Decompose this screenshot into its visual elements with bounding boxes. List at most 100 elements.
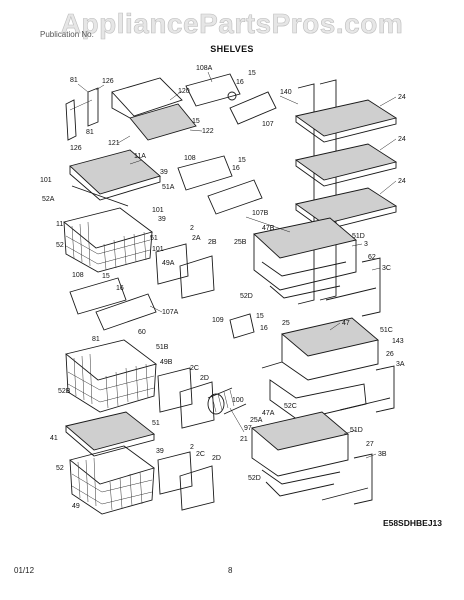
drawer-frame-3B	[321, 453, 373, 505]
crisper-drawer-upper	[253, 217, 357, 299]
footer-date: 01/12	[14, 566, 35, 575]
callout-label: 51	[152, 420, 160, 427]
callout-label: 24	[398, 94, 406, 101]
drawer-frame-3A	[339, 365, 395, 413]
callout-label: 81	[92, 336, 100, 343]
wire-basket-lower	[69, 445, 155, 515]
shelf-rail-140	[297, 79, 337, 305]
callout-label: 2D	[200, 375, 209, 382]
drawer-frame-3C	[325, 257, 381, 317]
callout-label: 140	[280, 89, 292, 96]
crisper-drawer-middle	[261, 317, 379, 421]
footer-page-number: 8	[228, 566, 233, 575]
callout-label: 2D	[212, 455, 221, 462]
callout-label: 24	[398, 136, 406, 143]
callout-label: 121	[108, 140, 120, 147]
shelf-11A	[69, 149, 161, 207]
callout-label: 51B	[156, 344, 169, 351]
callout-label: 143	[392, 338, 404, 345]
callout-label: 51	[150, 235, 158, 242]
wire-basket-upper	[63, 207, 153, 273]
callout-label: 109	[212, 317, 224, 324]
callout-label: 101	[40, 177, 52, 184]
callout-label: 52C	[284, 403, 297, 410]
callout-label: 3A	[396, 361, 405, 368]
callout-label: 2A	[192, 235, 201, 242]
callout-label: 15	[102, 273, 110, 280]
callout-label: 108	[184, 155, 196, 162]
callout-label: 3B	[378, 451, 387, 458]
callout-label: 39	[160, 169, 168, 176]
glass-shelf-24	[294, 99, 398, 231]
callout-label: 52	[56, 465, 64, 472]
callout-label: 39	[156, 448, 164, 455]
callout-label: 21	[240, 436, 248, 443]
callout-label: 2	[190, 225, 194, 232]
diagram-title: SHELVES	[210, 44, 254, 54]
callout-label: 16	[116, 285, 124, 292]
callout-label: 52B	[58, 388, 71, 395]
callout-label: 11	[56, 221, 63, 228]
shelf-41	[65, 411, 155, 457]
callout-label: 3C	[382, 265, 391, 272]
callout-label: 25A	[250, 417, 263, 424]
callout-label: 107B	[252, 210, 269, 217]
bin-2C-2D-lower	[157, 451, 215, 511]
callout-label: 51D	[350, 427, 363, 434]
callout-label: 26	[386, 351, 394, 358]
cover-108A	[185, 73, 277, 125]
callout-label: 51C	[380, 327, 393, 334]
callout-label: 52A	[42, 196, 55, 203]
wire-basket-middle	[65, 339, 158, 413]
callout-label: 126	[70, 145, 82, 152]
callout-label: 100	[232, 397, 244, 404]
callout-label: 107A	[162, 309, 179, 316]
callout-label: 39	[158, 216, 166, 223]
callout-label: 52D	[248, 475, 261, 482]
callout-label: 24	[398, 178, 406, 185]
callout-label: 3	[364, 241, 368, 248]
callout-label: 81	[86, 129, 94, 136]
callout-label: 15	[256, 313, 264, 320]
callout-label: 49B	[160, 359, 173, 366]
callout-label: 41	[50, 435, 58, 442]
callout-label: 120	[178, 88, 190, 95]
callout-label: 51D	[352, 233, 365, 240]
callout-label: 2	[190, 444, 194, 451]
callout-label: 108	[72, 272, 84, 279]
bracket-assembly-81	[65, 87, 99, 141]
callout-label: 2C	[196, 451, 205, 458]
site-watermark: AppliancePartsPros.com	[60, 8, 404, 40]
roller-100	[207, 313, 255, 415]
callout-label: 81	[70, 77, 78, 84]
callout-label: 122	[202, 128, 214, 135]
callout-label: 16	[232, 165, 240, 172]
callout-label: 101	[152, 207, 164, 214]
callout-label: 15	[192, 118, 200, 125]
cover-108-lower	[69, 277, 157, 331]
callout-label: 51A	[162, 184, 175, 191]
callout-label: 47B	[262, 225, 275, 232]
callout-label: 49A	[162, 260, 175, 267]
callout-label: 52D	[240, 293, 253, 300]
callout-label: 47	[342, 320, 350, 327]
callout-label: 25B	[234, 239, 247, 246]
callout-label: 16	[260, 325, 268, 332]
callout-label: 49	[72, 503, 80, 510]
crisper-drawer-lower	[251, 411, 349, 497]
callout-label: 2B	[208, 239, 217, 246]
cover-108	[177, 155, 263, 215]
callout-label: 126	[102, 78, 114, 85]
top-drawer-shelf	[111, 77, 197, 141]
callout-label: 97	[244, 425, 252, 432]
leader-lines	[77, 71, 397, 459]
callout-label: 15	[238, 157, 246, 164]
callout-label: 15	[248, 70, 256, 77]
callout-label: 62	[368, 254, 376, 261]
callout-label: 60	[138, 329, 146, 336]
bin-2C-2D-middle	[157, 367, 215, 429]
callout-label: 47A	[262, 410, 275, 417]
callout-label: 25	[282, 320, 290, 327]
callout-label: 107	[262, 121, 274, 128]
